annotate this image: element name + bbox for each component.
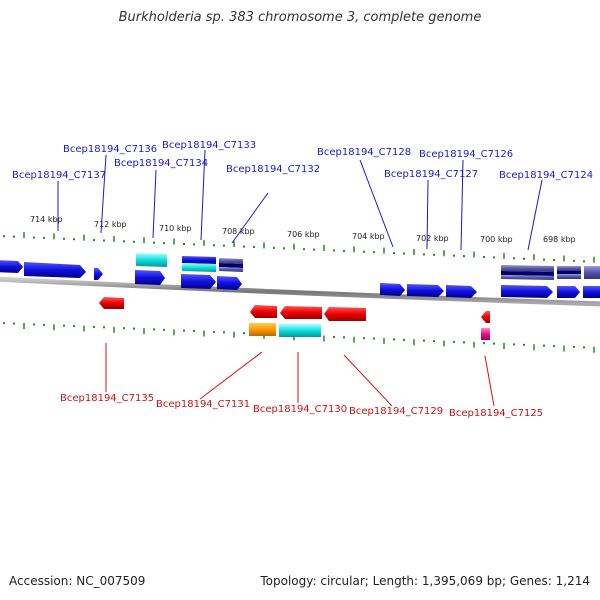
gene-arrow[interactable] [446, 285, 477, 298]
reverse-genes [99, 297, 490, 340]
top-leader-lines [57, 149, 543, 251]
gene-arrow[interactable] [24, 262, 86, 278]
gene-box[interactable] [219, 263, 243, 268]
scale-labels: 714 kbp 712 kbp 710 kbp 708 kbp 706 kbp … [30, 215, 576, 244]
leader-line [199, 351, 263, 400]
gene-arrow[interactable] [135, 270, 165, 285]
gene-box[interactable] [136, 253, 167, 267]
gene-box[interactable] [557, 274, 581, 279]
scale-tick-label: 714 kbp [30, 215, 63, 224]
gene-label[interactable]: Bcep18194_C7135 [60, 393, 154, 404]
chromosome-backbone [0, 276, 600, 307]
gene-arrow[interactable] [501, 285, 553, 298]
leader-line [484, 355, 495, 407]
scale-tick-label: 702 kbp [416, 234, 449, 243]
forward-genes [0, 253, 600, 298]
gene-box[interactable] [182, 256, 216, 264]
gene-arrow[interactable] [94, 268, 103, 280]
scale-tick-label: 698 kbp [543, 235, 576, 244]
gene-arrow[interactable] [0, 260, 23, 273]
forward-tick-track [3, 232, 595, 263]
leader-line [152, 169, 157, 239]
scale-tick-label: 704 kbp [352, 232, 385, 241]
gene-box[interactable] [557, 271, 581, 274]
gene-box[interactable] [249, 323, 276, 336]
leader-line [359, 159, 394, 248]
gene-label[interactable]: Bcep18194_C7128 [317, 147, 411, 158]
gene-box[interactable] [501, 265, 554, 272]
reverse-tick-track [3, 322, 595, 353]
bottom-leader-lines [105, 343, 495, 407]
gene-box[interactable] [501, 271, 554, 276]
leader-line [527, 179, 543, 251]
gene-box[interactable] [557, 266, 581, 271]
gene-arrow[interactable] [217, 276, 242, 290]
gene-box[interactable] [584, 266, 600, 279]
leader-line [200, 149, 206, 241]
gene-arrow[interactable] [380, 283, 405, 296]
gene-label[interactable]: Bcep18194_C7127 [384, 169, 478, 180]
gene-box[interactable] [219, 258, 243, 264]
gene-arrow[interactable] [324, 307, 366, 321]
gene-arrow[interactable] [557, 286, 580, 298]
gene-label[interactable]: Bcep18194_C7134 [114, 158, 208, 169]
scale-tick-label: 710 kbp [159, 224, 192, 233]
map-title: Burkholderia sp. 383 chromosome 3, compl… [118, 10, 482, 25]
leader-line [460, 159, 464, 251]
gene-box[interactable] [501, 275, 554, 280]
accession-text: Accession: NC_007509 [9, 574, 146, 588]
gene-arrow[interactable] [481, 311, 490, 323]
gene-arrow[interactable] [99, 297, 124, 309]
leader-line [426, 179, 429, 250]
gene-label[interactable]: Bcep18194_C7126 [419, 149, 513, 160]
scale-tick-label: 706 kbp [287, 230, 320, 239]
leader-line [231, 192, 269, 244]
gene-arrow[interactable] [181, 274, 216, 289]
scale-tick-label: 708 kbp [222, 227, 255, 236]
gene-arrow[interactable] [250, 305, 277, 318]
bottom-gene-labels: Bcep18194_C7135 Bcep18194_C7131 Bcep1819… [60, 393, 543, 419]
leader-line [343, 354, 393, 407]
gene-label[interactable]: Bcep18194_C7129 [349, 406, 443, 417]
gene-label[interactable]: Bcep18194_C7137 [12, 170, 106, 181]
gene-box[interactable] [219, 267, 243, 272]
genome-summary-text: Topology: circular; Length: 1,395,069 bp… [260, 574, 590, 588]
gene-box[interactable] [481, 328, 490, 340]
top-gene-labels: Bcep18194_C7137 Bcep18194_C7136 Bcep1819… [12, 140, 593, 181]
gene-label[interactable]: Bcep18194_C7131 [156, 399, 250, 410]
gene-label[interactable]: Bcep18194_C7132 [226, 164, 320, 175]
gene-arrow[interactable] [280, 306, 322, 319]
gene-arrow[interactable] [583, 286, 600, 298]
gene-label[interactable]: Bcep18194_C7136 [63, 144, 157, 155]
scale-tick-label: 712 kbp [94, 220, 127, 229]
gene-arrow[interactable] [407, 284, 444, 297]
gene-box[interactable] [279, 324, 321, 337]
gene-label[interactable]: Bcep18194_C7124 [499, 170, 593, 181]
leader-line [100, 154, 107, 234]
gene-label[interactable]: Bcep18194_C7130 [253, 404, 347, 415]
scale-tick-label: 700 kbp [480, 235, 513, 244]
gene-box[interactable] [182, 263, 216, 272]
gene-label[interactable]: Bcep18194_C7133 [162, 140, 256, 151]
gene-label[interactable]: Bcep18194_C7125 [449, 408, 543, 419]
